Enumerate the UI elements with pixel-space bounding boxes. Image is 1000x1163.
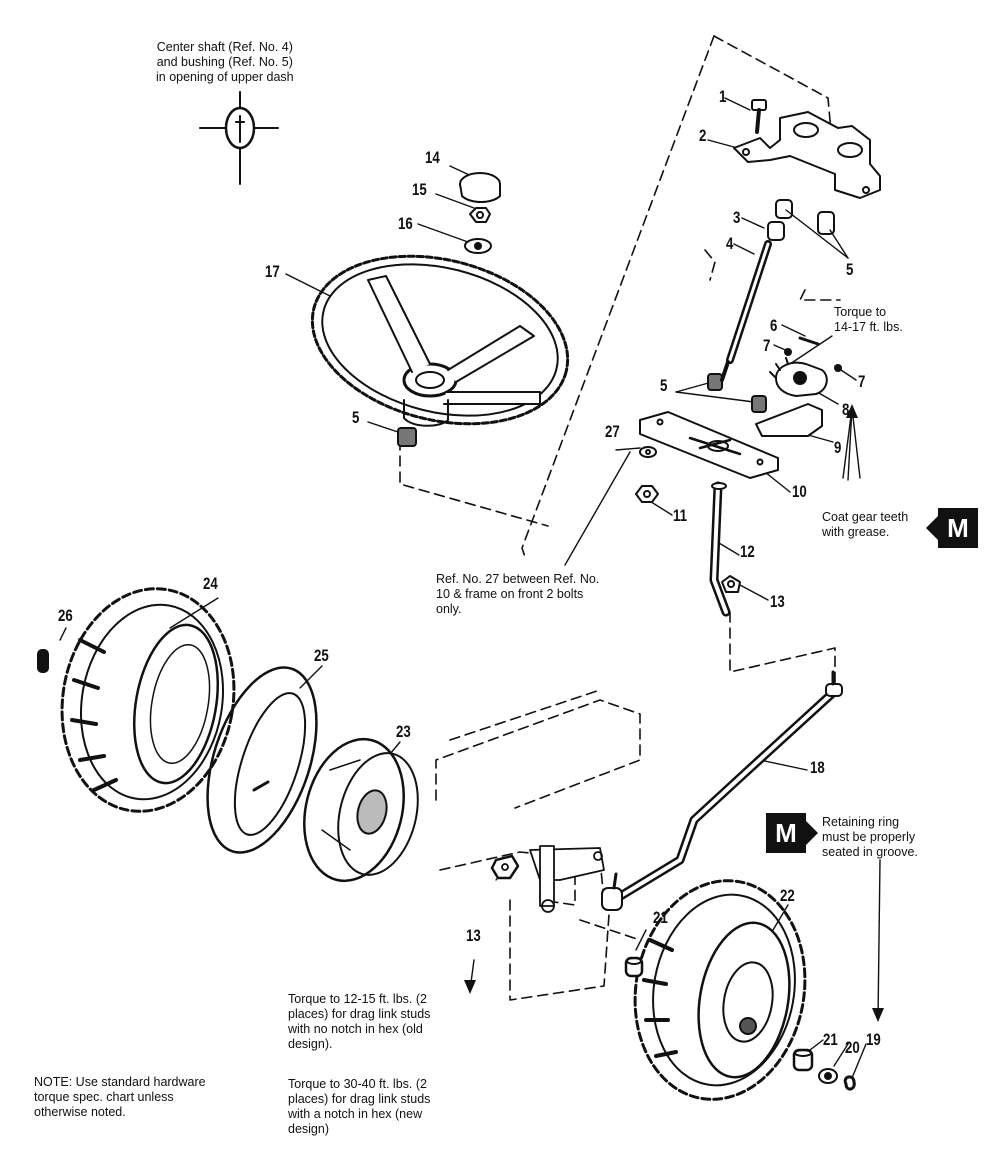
part-8-gear (769, 336, 842, 397)
arrow-left-icon (926, 516, 938, 540)
part-25-tube (206, 666, 318, 854)
note-torque-old-design: Torque to 12-15 ft. lbs. (2 places) for … (288, 992, 431, 1051)
callout-12: 12 (740, 542, 755, 561)
part-22-tire (633, 879, 807, 1101)
note-coat-gear: Coat gear teeth with grease. (822, 510, 909, 539)
callout-5-lower: 5 (352, 408, 360, 427)
callout-13-lower: 13 (466, 926, 481, 945)
callout-14: 14 (425, 148, 440, 167)
part-4-center-shaft (720, 240, 772, 382)
part-23-rim (303, 737, 419, 883)
note-torque-gear-plate: Torque to 14-17 ft. lbs. (834, 305, 903, 334)
part-27-11-hardware (635, 446, 659, 503)
callout-16: 16 (398, 214, 413, 233)
arrow-right-icon (806, 821, 818, 845)
part-24-tire (60, 587, 236, 813)
callout-8: 8 (842, 400, 850, 419)
callout-26: 26 (58, 606, 73, 625)
callout-24: 24 (203, 574, 218, 593)
callout-21-left: 21 (653, 908, 668, 927)
note-retaining-ring: Retaining ring must be properly seated i… (822, 815, 918, 859)
wheel-hardware (624, 956, 856, 1091)
callout-5-middle: 5 (660, 376, 668, 395)
part-26-valve-stem (37, 649, 49, 673)
callout-1: 1 (719, 87, 727, 106)
callout-5-upper: 5 (846, 260, 854, 279)
part-18-drag-link (601, 670, 843, 911)
callout-10: 10 (792, 482, 807, 501)
leader-lines (59, 97, 881, 1079)
maintenance-badge-right: M (766, 813, 818, 853)
callout-13-upper: 13 (770, 592, 785, 611)
bushings (397, 199, 835, 447)
callout-25: 25 (314, 646, 329, 665)
callout-27: 27 (605, 422, 620, 441)
part-17-steering-wheel (310, 254, 570, 427)
callout-6: 6 (770, 316, 778, 335)
callout-11: 11 (673, 506, 688, 525)
part-1-bolt (751, 99, 767, 134)
note-ref27: Ref. No. 27 between Ref. No. 10 & frame … (436, 572, 600, 616)
part-2-bracket (733, 111, 881, 199)
front-axle-assembly (490, 845, 605, 913)
callout-22: 22 (780, 886, 795, 905)
callout-4: 4 (726, 234, 734, 253)
callout-9: 9 (834, 438, 842, 457)
note-torque-new-design: Torque to 30-40 ft. lbs. (2 places) for … (288, 1077, 431, 1136)
callout-3: 3 (733, 208, 741, 227)
center-shaft-symbol (199, 91, 279, 185)
note-center-shaft: Center shaft (Ref. No. 4) and bushing (R… (156, 40, 294, 84)
maintenance-badge-left: M (926, 508, 978, 548)
part-10-plate (639, 411, 779, 479)
callout-7-right: 7 (858, 372, 866, 391)
part-9-bar (755, 403, 823, 437)
callout-17: 17 (265, 262, 280, 281)
callout-19: 19 (866, 1030, 881, 1049)
callout-7-left: 7 (763, 336, 771, 355)
callout-18: 18 (810, 758, 825, 777)
callout-23: 23 (396, 722, 411, 741)
steering-wheel-hardware (459, 172, 501, 254)
part-12-steering-arm (709, 481, 741, 617)
note-general-hardware: NOTE: Use standard hardware torque spec.… (34, 1075, 206, 1119)
callout-15: 15 (412, 180, 427, 199)
callout-2: 2 (699, 126, 707, 145)
callout-20: 20 (845, 1038, 860, 1057)
callout-21-right: 21 (823, 1030, 838, 1049)
